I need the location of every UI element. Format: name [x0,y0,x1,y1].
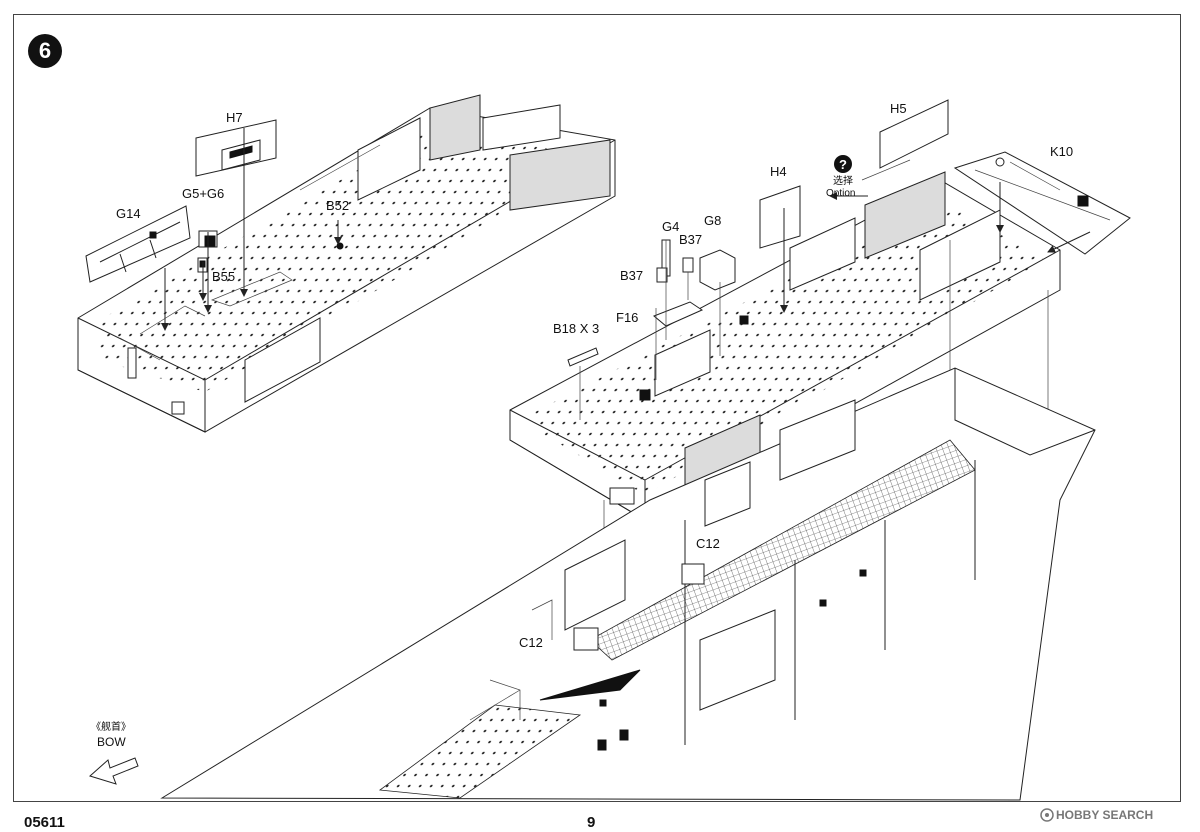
part-g8-drawing [699,249,736,291]
upper-left-deck-section [77,94,616,433]
outline-arrow-left-icon [89,757,139,785]
hobbysearch-logo-icon [1040,808,1054,822]
part-label-b18: B18 X 3 [553,321,600,336]
hull-section [160,367,1096,801]
part-label-g4: G4 [662,219,680,234]
part-h4-drawing [759,185,801,249]
question-circle-icon: ? [834,155,852,173]
kit-number: 05611 [24,814,65,831]
part-label-f16: F16 [616,310,639,325]
part-label-g14: G14 [116,206,141,221]
option-label-cn: 选择 [833,176,853,187]
part-b18-drawing [567,347,599,367]
part-label-h7: H7 [226,110,243,125]
svg-text:?: ? [839,157,847,172]
part-label-b55: B55 [212,269,236,284]
bow-label-cn: 《舰首》 [91,722,131,733]
part-label-g8: G8 [704,213,722,228]
part-label-b37-upper: B37 [679,232,703,247]
part-label-c12-lower: C12 [519,635,543,650]
part-label-k10: K10 [1050,144,1074,159]
page-border [13,14,1181,802]
part-label-b37-lower: B37 [620,268,644,283]
watermark-text: HOBBY SEARCH [1056,808,1154,822]
part-h5-drawing [879,99,949,169]
part-g14-drawing [85,205,191,283]
bow-label-en: BOW [97,735,126,749]
upper-left-guide-lines [161,128,342,331]
part-label-g5-g6: G5+G6 [182,186,225,201]
part-label-c12-upper: C12 [696,536,720,551]
step-number-badge: 6 [28,34,62,68]
part-label-h5: H5 [890,101,907,116]
part-k10-drawing [953,151,1131,255]
right-deck-section [509,171,1061,521]
part-label-h4: H4 [770,164,787,179]
option-label-en: Option [826,188,856,199]
part-h7-drawing [195,119,277,177]
page-number: 9 [587,814,596,831]
part-label-b52: B52 [326,198,350,213]
